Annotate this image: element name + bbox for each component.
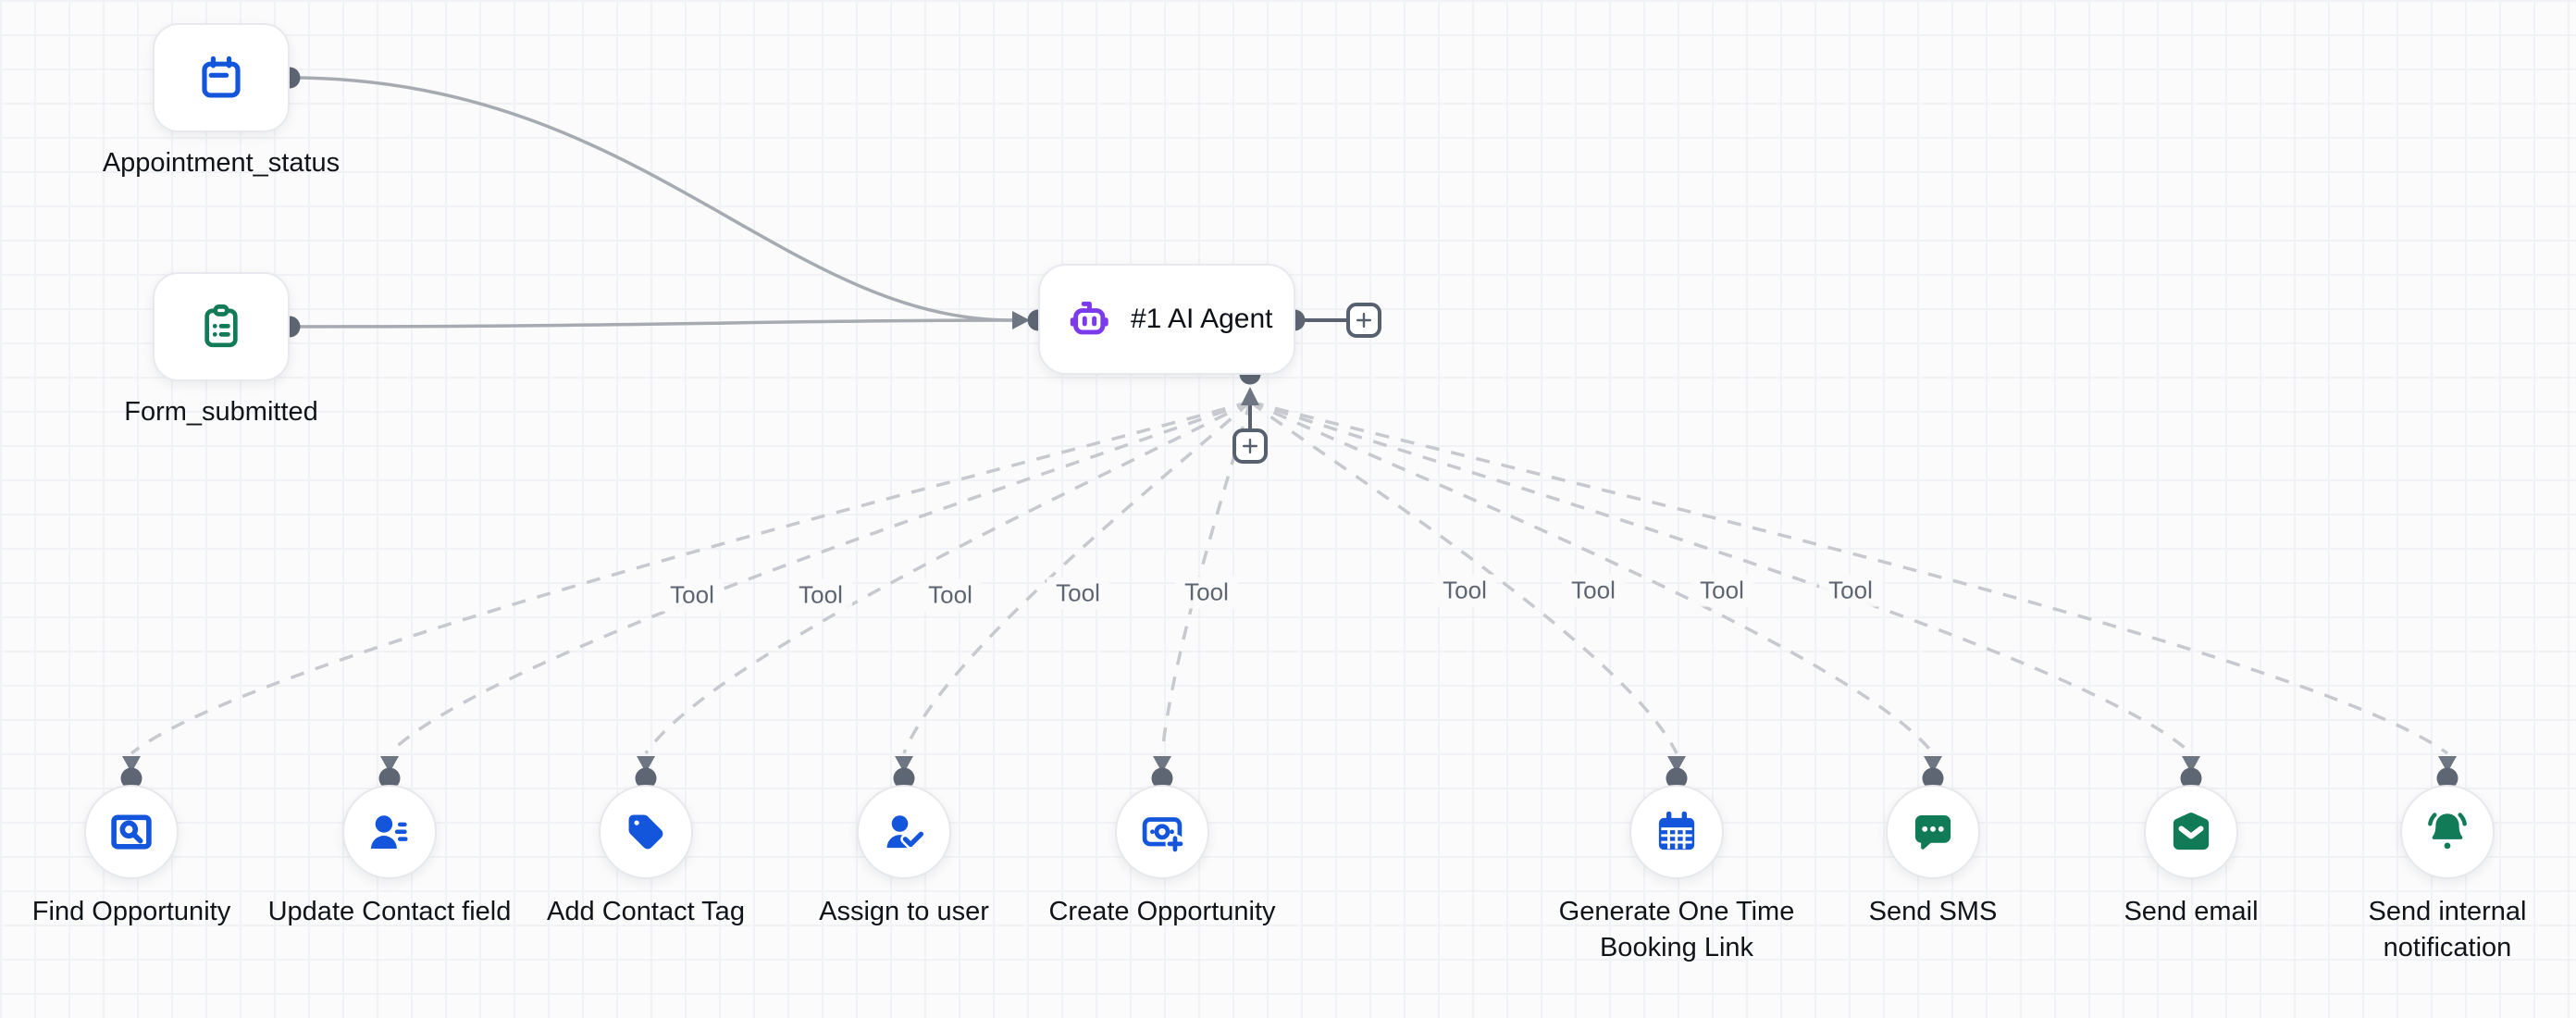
tool-edge: [1249, 400, 2193, 755]
arrowhead-down: [2438, 756, 2457, 773]
tool-label: Create Opportunity: [1048, 897, 1276, 926]
tool-node-circle[interactable]: [84, 785, 179, 879]
tool-edge: [388, 400, 1251, 755]
user-check-icon: [879, 807, 929, 857]
connection-dot: [378, 767, 401, 789]
plus-icon: [1354, 310, 1374, 330]
connection-dot: [635, 767, 657, 789]
calendar-icon: [196, 53, 246, 103]
opportunity-add-icon: [1137, 807, 1187, 857]
envelope-icon: [2166, 807, 2216, 857]
tool-label: Assign to user: [819, 897, 989, 926]
connection-dot: [2436, 767, 2458, 789]
trigger-node-form-submitted[interactable]: [153, 272, 290, 381]
tool-label: Find Opportunity: [31, 897, 231, 926]
tool-node-circle[interactable]: [342, 785, 437, 879]
tool-label: Update Contact field: [267, 897, 512, 926]
clipboard-list-icon: [196, 302, 246, 352]
edge-label-tool: Tool: [1562, 574, 1625, 607]
edge-label-tool: Tool: [919, 578, 982, 612]
tool-edge: [1249, 400, 2449, 755]
ai-agent-node[interactable]: #1 AI Agent: [1038, 264, 1295, 375]
trigger-edge: [289, 76, 1013, 322]
arrowhead-down: [2182, 756, 2200, 773]
arrowhead-down: [1924, 756, 1942, 773]
user-fields-icon: [365, 807, 415, 857]
tool-node-circle[interactable]: [2400, 785, 2495, 879]
arrowhead-up: [1241, 387, 1259, 405]
tool-node-circle[interactable]: [857, 785, 951, 879]
tool-label: Send SMS: [1868, 897, 1998, 926]
trigger-edge: [289, 318, 1013, 329]
arrowhead-down: [895, 756, 913, 773]
search-frame-icon: [106, 807, 156, 857]
add-tool-button[interactable]: [1232, 428, 1268, 464]
tool-node-circle[interactable]: [599, 785, 693, 879]
add-next-action-button[interactable]: [1346, 303, 1381, 338]
tool-node-circle[interactable]: [1115, 785, 1209, 879]
tool-edge: [1248, 400, 1678, 754]
edge-label-tool: Tool: [661, 578, 724, 612]
edge-label-tool: Tool: [1819, 574, 1882, 607]
arrowhead-down: [380, 756, 399, 773]
tool-edge: [902, 400, 1252, 754]
connection-dot: [893, 767, 915, 789]
connection-dot: [1151, 767, 1173, 789]
tool-node-circle[interactable]: [1886, 785, 1980, 879]
connection-dot: [120, 767, 142, 789]
tag-icon: [621, 807, 671, 857]
edge-label-tool: Tool: [1046, 577, 1109, 610]
arrowhead-down: [637, 756, 655, 773]
tool-edge: [130, 400, 1251, 755]
tool-edge: [1249, 400, 1935, 755]
arrowhead-down: [1153, 756, 1171, 773]
connection-dot: [1922, 767, 1944, 789]
trigger-label: Form_submitted: [124, 397, 318, 427]
trigger-node-appointment-status[interactable]: [153, 23, 290, 132]
chat-dots-icon: [1908, 807, 1958, 857]
connection-dot: [2180, 767, 2202, 789]
connection-dot: [1666, 767, 1688, 789]
tool-node-circle[interactable]: [2144, 785, 2238, 879]
calendar-grid-icon: [1652, 807, 1702, 857]
plus-icon: [1240, 436, 1260, 456]
trigger-label: Appointment_status: [102, 148, 341, 178]
edge-label-tool: Tool: [1433, 574, 1496, 607]
tool-node-circle[interactable]: [1629, 785, 1724, 879]
arrowhead-down: [122, 756, 141, 773]
arrowhead: [1012, 311, 1030, 329]
ai-agent-title: #1 AI Agent: [1131, 304, 1273, 334]
tool-label: Send email: [2124, 897, 2259, 926]
bell-icon: [2422, 807, 2472, 857]
tool-edge: [644, 400, 1251, 754]
arrowhead-down: [1667, 756, 1686, 773]
tool-label: Add Contact Tag: [547, 897, 745, 926]
edge-label-tool: Tool: [1690, 574, 1753, 607]
edge-label-tool: Tool: [1175, 576, 1238, 609]
ai-robot-icon: [1064, 294, 1114, 344]
edge-label-tool: Tool: [789, 578, 852, 612]
